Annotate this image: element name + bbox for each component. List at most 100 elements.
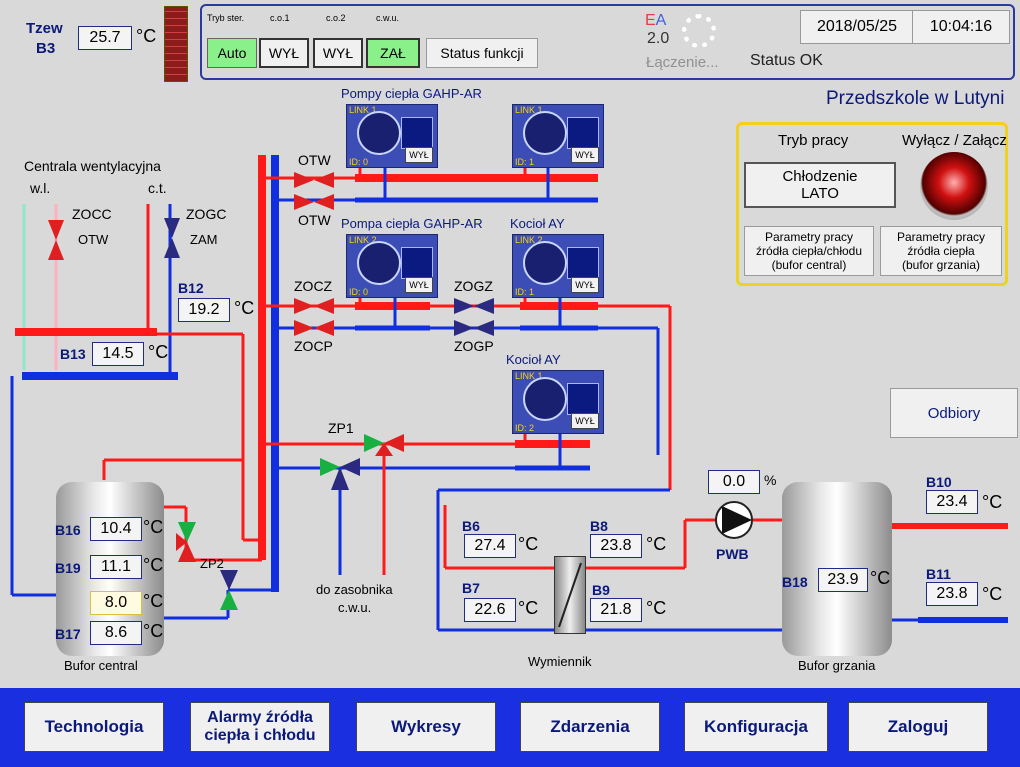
co2-button[interactable]: WYŁ (313, 38, 363, 68)
zogc-valve-icon[interactable] (162, 218, 182, 258)
loading-spinner-icon (682, 14, 716, 48)
mid-setpoint-value[interactable]: 8.0 (90, 591, 142, 615)
b19-value: 11.1 (90, 555, 142, 579)
b7-value: 22.6 (464, 598, 516, 622)
ventilation-title: Centrala wentylacyjna (24, 158, 161, 174)
pwb-label: PWB (716, 546, 749, 562)
otw1-valve-icon[interactable] (294, 170, 334, 190)
b3-label: B3 (36, 40, 56, 57)
b9-value: 21.8 (590, 598, 642, 622)
b11-label: B11 (926, 566, 951, 582)
b16-unit: °C (143, 517, 164, 537)
zogz-valve-icon[interactable] (454, 296, 494, 316)
co2-label: c.o.2 (326, 13, 346, 23)
bufor-central-label: Bufor central (64, 658, 138, 673)
b10-value: 23.4 (926, 490, 978, 514)
mid-unit: °C (143, 591, 164, 611)
co1-button[interactable]: WYŁ (259, 38, 309, 68)
wl-label: w.l. (30, 180, 51, 196)
heat-pump-1[interactable]: LINK 1CWYŁID: 0 (346, 104, 438, 168)
zocp-valve-icon[interactable] (294, 318, 334, 338)
tryb-pracy-label: Tryb pracy (778, 132, 849, 149)
status-funkcji-button[interactable]: Status funkcji (426, 38, 538, 68)
control-strip (200, 4, 1015, 80)
b19-label: B19 (55, 560, 81, 576)
b7-label: B7 (462, 580, 480, 596)
zocz-valve-icon[interactable] (294, 296, 334, 316)
zp1-lower-valve-icon[interactable] (320, 456, 360, 490)
zogc-state: ZAM (190, 232, 218, 247)
zp2-label: ZP2 (200, 556, 224, 571)
ct-label: c.t. (148, 180, 167, 196)
zogp-valve-icon[interactable] (454, 318, 494, 338)
wall-icon (164, 6, 188, 82)
bufor-grzania-label: Bufor grzania (798, 658, 876, 673)
b13-label: B13 (60, 346, 86, 362)
nav-zaloguj[interactable]: Zaloguj (848, 702, 988, 752)
pwb-unit: % (764, 472, 777, 488)
cwu-dest-label: c.w.u. (338, 600, 372, 615)
b11-value: 23.8 (926, 582, 978, 606)
otw2-label: OTW (298, 212, 331, 228)
zocc-state: OTW (78, 232, 109, 247)
zp2-lower-valve-icon[interactable] (218, 570, 240, 610)
cwu-button[interactable]: ZAŁ (366, 38, 420, 68)
zogz-label: ZOGZ (454, 278, 493, 294)
otw2-valve-icon[interactable] (294, 192, 334, 212)
b12-unit: °C (234, 298, 255, 318)
b18-label: B18 (782, 574, 808, 590)
b17-unit: °C (143, 621, 164, 641)
b16-label: B16 (55, 522, 81, 538)
zp1-label: ZP1 (328, 420, 354, 436)
b11-unit: °C (982, 584, 1003, 604)
odbiory-button[interactable]: Odbiory (890, 388, 1018, 438)
status-text: Status OK (750, 52, 823, 69)
nav-konfiguracja[interactable]: Konfiguracja (684, 702, 828, 752)
b8-label: B8 (590, 518, 608, 534)
fan-icon (357, 241, 401, 285)
tryb-ster-button[interactable]: Auto (207, 38, 257, 68)
fan-icon (357, 111, 401, 155)
b12-label: B12 (178, 280, 204, 296)
b7-unit: °C (518, 598, 539, 618)
b9-unit: °C (646, 598, 667, 618)
unit-group-title-3: Kocioł AY (510, 216, 565, 231)
unit-group-title-1: Pompy ciepła GAHP-AR (341, 86, 482, 101)
heat-pump-2[interactable]: LINK 1CWYŁID: 1 (512, 104, 604, 168)
co1-label: c.o.1 (270, 13, 290, 23)
pump-icon[interactable] (712, 500, 756, 540)
b13-value: 14.5 (92, 342, 144, 366)
piping-diagram (10, 155, 1008, 632)
b8-unit: °C (646, 534, 667, 554)
tzew-value: 25.7 (78, 26, 132, 50)
cwu-label: c.w.u. (376, 13, 400, 23)
power-toggle-button[interactable] (920, 152, 988, 220)
b12-value: 19.2 (178, 298, 230, 322)
heat-pump-3[interactable]: LINK 2CWYŁID: 0 (346, 234, 438, 298)
nav-technologia[interactable]: Technologia (24, 702, 164, 752)
b10-unit: °C (982, 492, 1003, 512)
nav-zdarzenia[interactable]: Zdarzenia (520, 702, 660, 752)
b16-value: 10.4 (90, 517, 142, 541)
b9-label: B9 (592, 582, 610, 598)
zocc-valve-icon[interactable] (46, 220, 66, 260)
site-title: Przedszkole w Lutyni (826, 88, 1005, 109)
tzew-label: Tzew (26, 20, 63, 37)
nav-wykresy[interactable]: Wykresy (356, 702, 496, 752)
pwb-value: 0.0 (708, 470, 760, 494)
b17-value: 8.6 (90, 621, 142, 645)
zocp-label: ZOCP (294, 338, 333, 354)
ea-logo: EA (645, 12, 667, 29)
b6-unit: °C (518, 534, 539, 554)
zp1-upper-valve-icon[interactable] (364, 432, 404, 456)
tryb-ster-label: Tryb ster. (207, 13, 245, 23)
zp2-upper-valve-icon[interactable] (176, 522, 198, 562)
connecting-text: Łączenie... (646, 54, 719, 71)
version-text: 2.0 (647, 30, 670, 47)
